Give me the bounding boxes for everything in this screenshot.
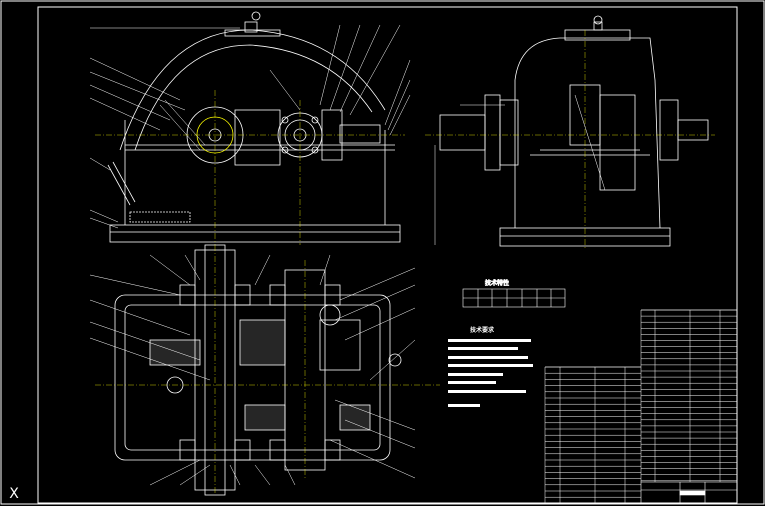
ucs-axis-icon: X [9,486,19,502]
title-block [640,481,738,504]
tech-spec-title: 技术特性 [485,279,509,287]
tech-spec-table: 技术特性 [462,279,566,308]
side-view [89,11,411,245]
sheet-inner-border [37,6,738,504]
tech-requirements-title: 技术要求 [470,326,495,334]
parts-list [544,309,738,503]
end-view [425,15,715,250]
plan-view [89,244,440,496]
tech-requirements: 技术要求 [448,326,533,407]
